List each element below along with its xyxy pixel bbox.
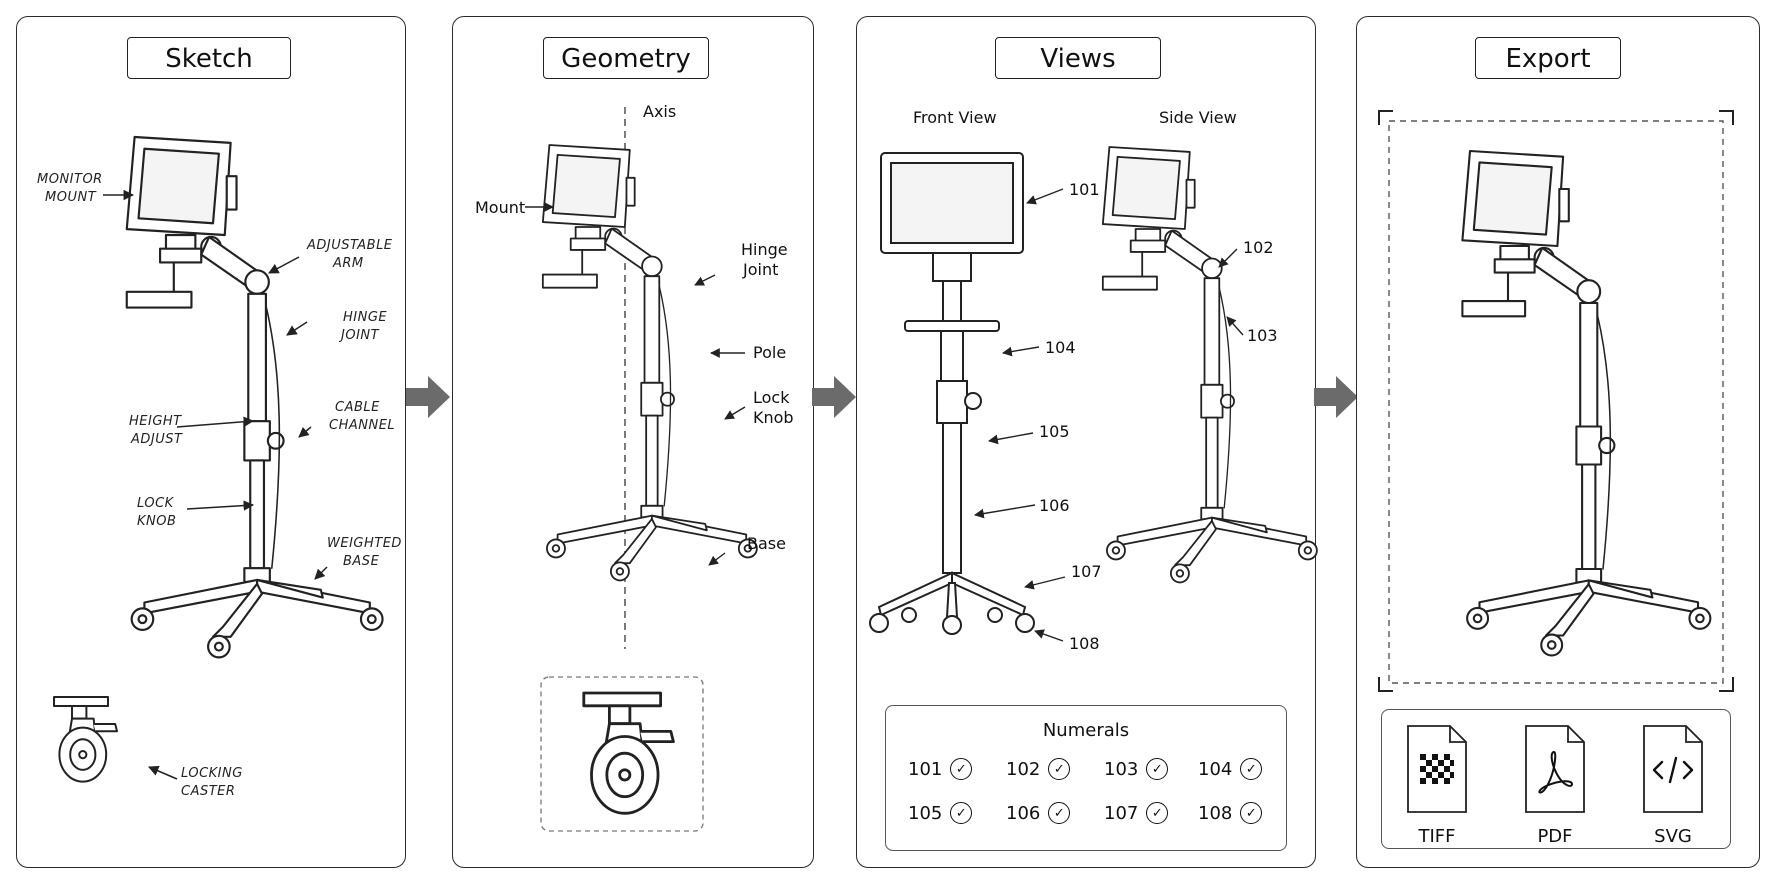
side-view-label: Side View	[1159, 108, 1237, 127]
label-lock-knob-2: KNOB	[137, 514, 176, 529]
side-view-illustration	[1103, 147, 1317, 582]
label-lock-1: Lock	[753, 388, 790, 407]
callout-101: 101	[1069, 180, 1100, 199]
label-hinge-joint-1: HINGE	[343, 310, 387, 325]
geometry-drawing: Axis Mount Hinge Joint Pole Lock Knob Ba…	[453, 17, 815, 869]
callout-106: 106	[1039, 496, 1070, 515]
export-panel: Export TIFF	[1356, 16, 1760, 868]
pdf-label: PDF	[1504, 826, 1606, 847]
label-axis: Axis	[643, 102, 676, 121]
label-weighted-base-2: BASE	[343, 554, 380, 569]
flow-arrow-2	[812, 372, 856, 422]
numeral-item: 102✓	[1006, 758, 1070, 780]
sketch-drawing: MONITOR MOUNT ADJUSTABLE ARM HINGE JOINT…	[17, 17, 407, 869]
numeral-item: 104✓	[1198, 758, 1262, 780]
flow-arrow-1	[406, 372, 450, 422]
numeral-item: 107✓	[1104, 802, 1168, 824]
check-circle-icon: ✓	[1048, 758, 1070, 780]
flow-arrow-3	[1314, 372, 1358, 422]
numerals-title: Numerals	[886, 720, 1286, 741]
tiff-file-icon	[1406, 724, 1468, 814]
sketch-caster-illustration	[54, 697, 117, 782]
check-circle-icon: ✓	[950, 758, 972, 780]
geometry-panel: Geometry Axis Mount Hinge Joint Pole Loc…	[452, 16, 814, 868]
label-hinge-2: Joint	[742, 260, 778, 279]
label-height-adjust-2: ADJUST	[130, 432, 183, 447]
callout-105: 105	[1039, 422, 1070, 441]
label-adjustable-arm-1: ADJUSTABLE	[306, 238, 393, 253]
numeral-item: 101✓	[908, 758, 972, 780]
svg-file-icon	[1642, 724, 1704, 814]
label-height-adjust-1: HEIGHT	[129, 414, 182, 429]
tiff-label: TIFF	[1386, 826, 1488, 847]
label-adjustable-arm-2: ARM	[332, 256, 364, 271]
export-stand-illustration	[1462, 151, 1710, 655]
label-lock-2: Knob	[753, 408, 794, 427]
front-view-illustration	[870, 153, 1034, 634]
svg-label: SVG	[1622, 826, 1724, 847]
export-formats-box: TIFF PDF SVG	[1381, 709, 1731, 849]
callout-103: 103	[1247, 326, 1278, 345]
label-monitor-mount-2: MOUNT	[45, 190, 97, 205]
check-circle-icon: ✓	[1048, 802, 1070, 824]
check-circle-icon: ✓	[1146, 802, 1168, 824]
check-circle-icon: ✓	[1240, 758, 1262, 780]
label-locking-caster-2: CASTER	[181, 784, 235, 799]
numeral-item: 108✓	[1198, 802, 1262, 824]
callout-102: 102	[1243, 238, 1274, 257]
callout-108: 108	[1069, 634, 1100, 653]
tiff-file-button[interactable]: TIFF	[1406, 724, 1468, 814]
geometry-stand-illustration	[543, 145, 757, 580]
sketch-panel: Sketch MONITOR MOUNT ADJUSTABLE ARM HING…	[16, 16, 406, 868]
front-view-label: Front View	[913, 108, 997, 127]
sketch-stand-illustration	[127, 137, 383, 657]
label-weighted-base-1: WEIGHTED	[327, 536, 402, 551]
label-pole: Pole	[753, 343, 786, 362]
check-circle-icon: ✓	[1146, 758, 1168, 780]
label-hinge-1: Hinge	[741, 240, 788, 259]
geometry-caster-illustration	[584, 693, 674, 813]
label-lock-knob-1: LOCK	[137, 496, 175, 511]
label-cable-channel-1: CABLE	[335, 400, 380, 415]
label-locking-caster-1: LOCKING	[181, 766, 243, 781]
numeral-item: 106✓	[1006, 802, 1070, 824]
check-circle-icon: ✓	[1240, 802, 1262, 824]
callout-107: 107	[1071, 562, 1102, 581]
pdf-file-icon	[1524, 724, 1586, 814]
label-monitor-mount-1: MONITOR	[37, 172, 103, 187]
numeral-item: 103✓	[1104, 758, 1168, 780]
label-mount: Mount	[475, 198, 525, 217]
views-panel: Views Front View Side View	[856, 16, 1316, 868]
pdf-file-button[interactable]: PDF	[1524, 724, 1586, 814]
numeral-item: 105✓	[908, 802, 972, 824]
label-base: Base	[747, 534, 786, 553]
callout-104: 104	[1045, 338, 1076, 357]
check-circle-icon: ✓	[950, 802, 972, 824]
svg-file-button[interactable]: SVG	[1642, 724, 1704, 814]
label-cable-channel-2: CHANNEL	[329, 418, 395, 433]
numerals-box: Numerals 101✓ 102✓ 103✓ 104✓ 105✓ 106✓ 1…	[885, 705, 1287, 851]
checkerboard-icon	[1420, 754, 1454, 784]
label-hinge-joint-2: JOINT	[338, 328, 380, 343]
